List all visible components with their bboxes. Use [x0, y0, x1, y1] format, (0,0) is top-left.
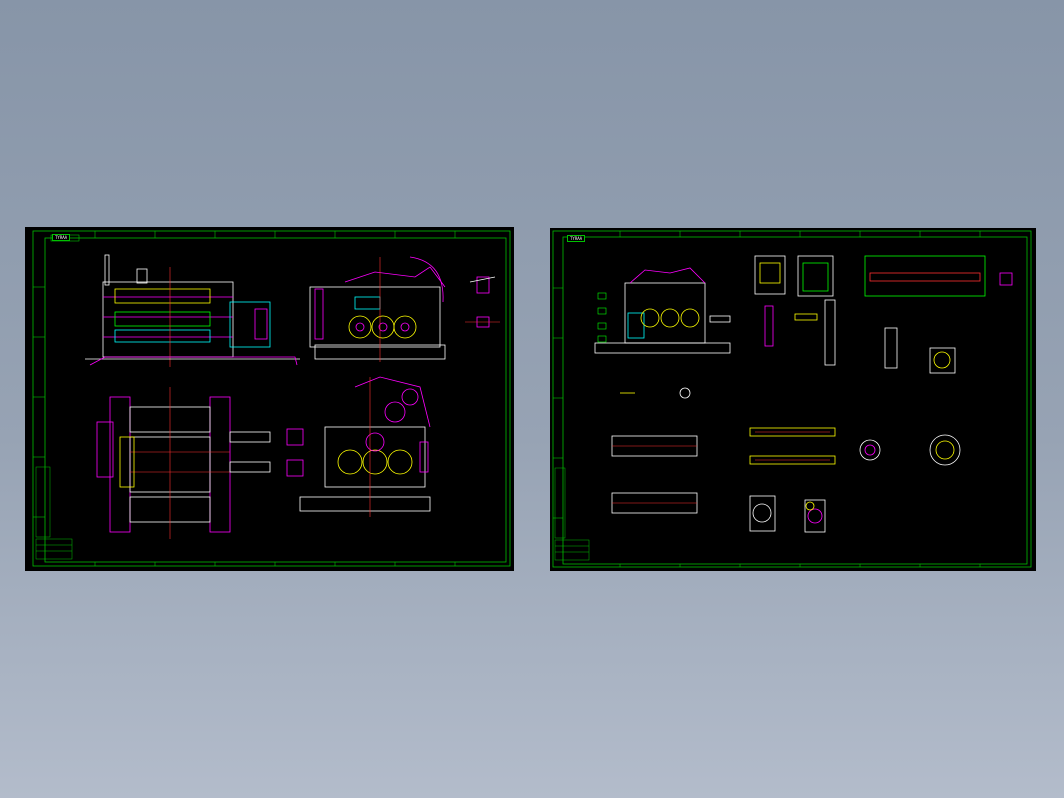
front-elevation — [85, 254, 300, 367]
bearing-details — [749, 495, 826, 533]
assembly-elevation — [594, 267, 731, 399]
detail-view — [465, 276, 500, 328]
sheet-title-tag: TYRAA — [52, 234, 71, 241]
section-view — [299, 376, 431, 517]
drawing-sheet-right[interactable]: TYRAA — [550, 228, 1036, 571]
part-details — [754, 255, 1013, 374]
plan-view — [96, 387, 304, 539]
drawing-sheet-left[interactable]: TYRAA — [25, 227, 514, 571]
sheet-title-tag: TYRAA — [567, 235, 586, 242]
drawing-right-canvas — [552, 230, 1032, 568]
roller-details — [611, 427, 961, 514]
side-elevation — [309, 256, 446, 362]
drawing-left-canvas — [32, 230, 511, 567]
